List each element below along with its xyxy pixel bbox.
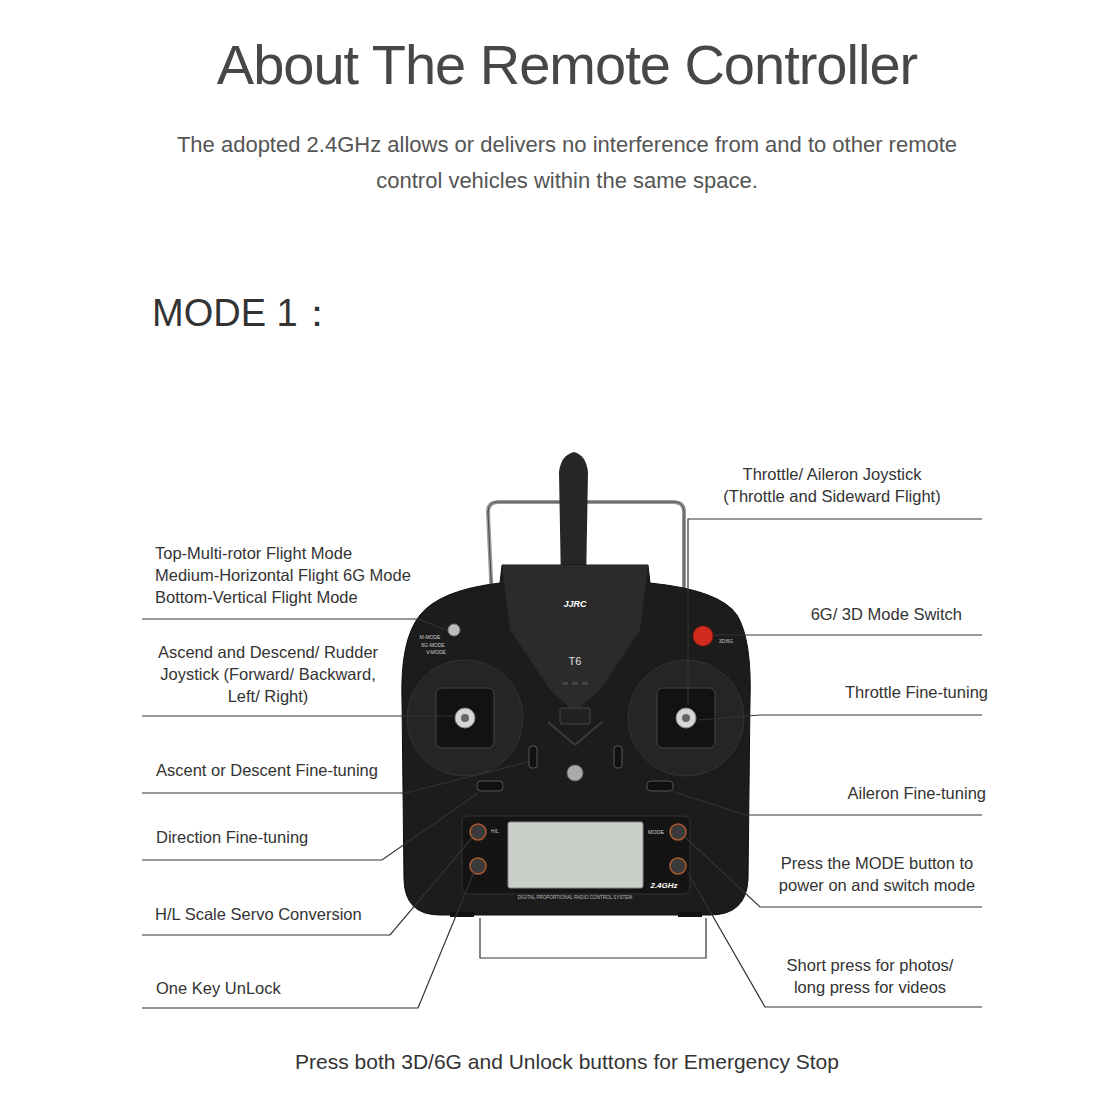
callout-label: Ascend and Descend/ Rudder Joystick (For… xyxy=(148,641,388,707)
callout-label: Throttle Fine-tuning xyxy=(845,681,988,703)
page-title: About The Remote Controller xyxy=(217,32,917,98)
model-name: T6 xyxy=(569,655,582,668)
leader-line xyxy=(714,634,982,635)
brand-logo: JJRC xyxy=(563,599,586,609)
foot xyxy=(450,912,474,917)
callout-label: Short press for photos/ long press for v… xyxy=(775,954,965,998)
mode-switch xyxy=(448,624,460,636)
red-button xyxy=(693,626,713,646)
button-label: 3D/6G xyxy=(719,639,733,645)
controller-body xyxy=(402,565,750,915)
push-button xyxy=(670,858,686,874)
switch-label: 6G-MODE xyxy=(421,643,444,649)
button-label: MODE xyxy=(648,829,665,835)
leader-line xyxy=(698,715,982,720)
foot xyxy=(678,912,702,917)
panel-groove xyxy=(548,722,602,745)
leader-lines xyxy=(142,519,982,1008)
speaker-slot xyxy=(572,682,578,685)
joystick xyxy=(682,714,690,722)
leader-line xyxy=(142,838,472,935)
push-button xyxy=(670,824,686,840)
push-button xyxy=(470,824,486,840)
gimbal-housing xyxy=(407,660,523,776)
switch-label: M-MODE xyxy=(420,635,441,641)
center-button xyxy=(567,765,583,781)
joystick xyxy=(676,708,696,728)
panel-text: DIGITAL PROPORTIONAL RADIO CONTROL SYSTE… xyxy=(518,895,632,900)
button-label: H/L xyxy=(491,829,499,835)
callout-label: Direction Fine-tuning xyxy=(156,826,308,848)
center-panel xyxy=(502,565,648,712)
trim-slider xyxy=(477,781,503,791)
leader-line xyxy=(142,619,446,630)
trim-slider xyxy=(529,746,537,768)
subtitle: The adopted 2.4GHz allows or delivers no… xyxy=(172,127,962,199)
bracket xyxy=(480,918,706,958)
trim-slider xyxy=(614,746,622,768)
callout-label: Ascent or Descent Fine-tuning xyxy=(156,759,378,781)
mode-heading: MODE 1： xyxy=(152,290,336,336)
callout-label: 6G/ 3D Mode Switch xyxy=(811,603,962,625)
switch-label: V-MODE xyxy=(426,650,446,656)
callout-label: H/L Scale Servo Conversion xyxy=(155,903,362,925)
push-button xyxy=(470,858,486,874)
speaker-slot xyxy=(562,682,568,685)
joystick xyxy=(461,714,469,722)
leader-line xyxy=(688,519,982,705)
leader-line xyxy=(142,715,455,716)
leader-line xyxy=(142,872,474,1008)
indicator-window xyxy=(560,708,590,724)
callout-label: Top-Multi-rotor Flight Mode Medium-Horiz… xyxy=(155,542,420,608)
lcd-screen xyxy=(508,822,643,888)
callout-label: Press the MODE button to power on and sw… xyxy=(770,852,985,896)
callout-label: One Key UnLock xyxy=(156,977,281,999)
callout-label: Throttle/ Aileron Joystick (Throttle and… xyxy=(712,463,952,507)
caption: Press both 3D/6G and Unlock buttons for … xyxy=(295,1049,839,1075)
gimbal-frame xyxy=(436,688,494,748)
frequency-mark: 2.4GHz xyxy=(650,881,677,890)
joystick xyxy=(455,708,475,728)
trim-slider xyxy=(647,781,673,791)
gimbal-frame xyxy=(657,688,715,748)
leader-line xyxy=(142,793,478,860)
speaker-slot xyxy=(582,682,588,685)
callout-label: Aileron Fine-tuning xyxy=(848,782,987,804)
screen-panel xyxy=(462,816,690,894)
